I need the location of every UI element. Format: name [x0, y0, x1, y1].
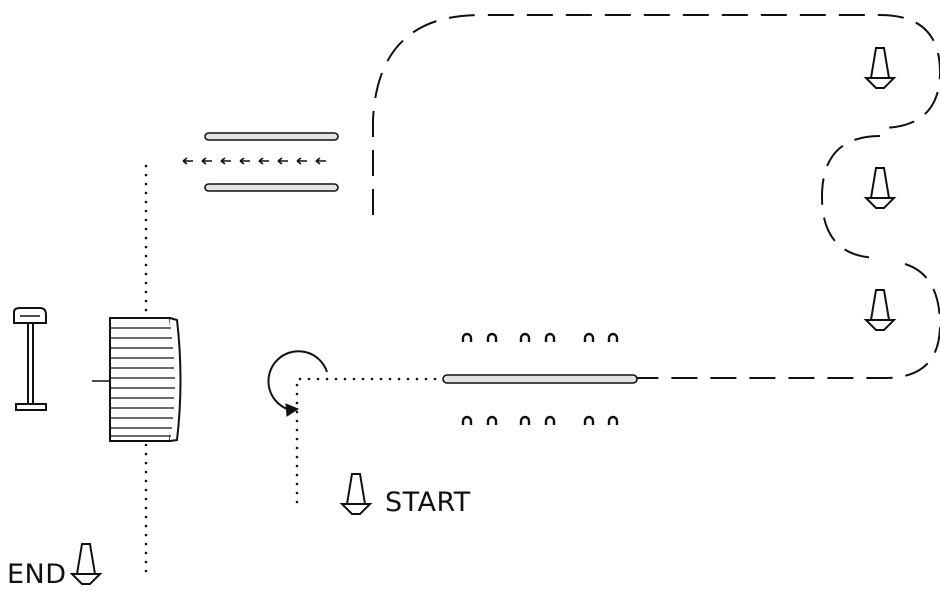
start-label: START — [385, 487, 471, 518]
mailbox-icon — [13, 307, 47, 411]
dashed-route — [372, 14, 940, 379]
dotted-line-start-to-pole — [295, 377, 442, 504]
cone-start — [339, 473, 373, 515]
cone-bottom — [863, 289, 897, 331]
cone-top — [863, 47, 897, 89]
dashed-route-lower-loop — [637, 263, 940, 379]
pole-long — [442, 374, 638, 384]
gate-icon — [92, 317, 182, 442]
walkover-poles — [182, 132, 339, 192]
cone-end — [69, 543, 103, 585]
pole-upper — [204, 132, 339, 141]
back-through-obstacle — [442, 332, 638, 425]
pole-lower — [204, 183, 339, 192]
dashed-route-middle-loop — [820, 135, 881, 259]
traffic-cone-icon — [69, 47, 897, 585]
cone-middle — [863, 167, 897, 209]
horseshoe-icon — [461, 332, 619, 425]
left-arrow-icon — [182, 157, 326, 165]
end-label: END — [7, 559, 67, 590]
circle-turn-arrow — [267, 350, 328, 417]
dashed-route-outer-loop — [372, 14, 940, 215]
